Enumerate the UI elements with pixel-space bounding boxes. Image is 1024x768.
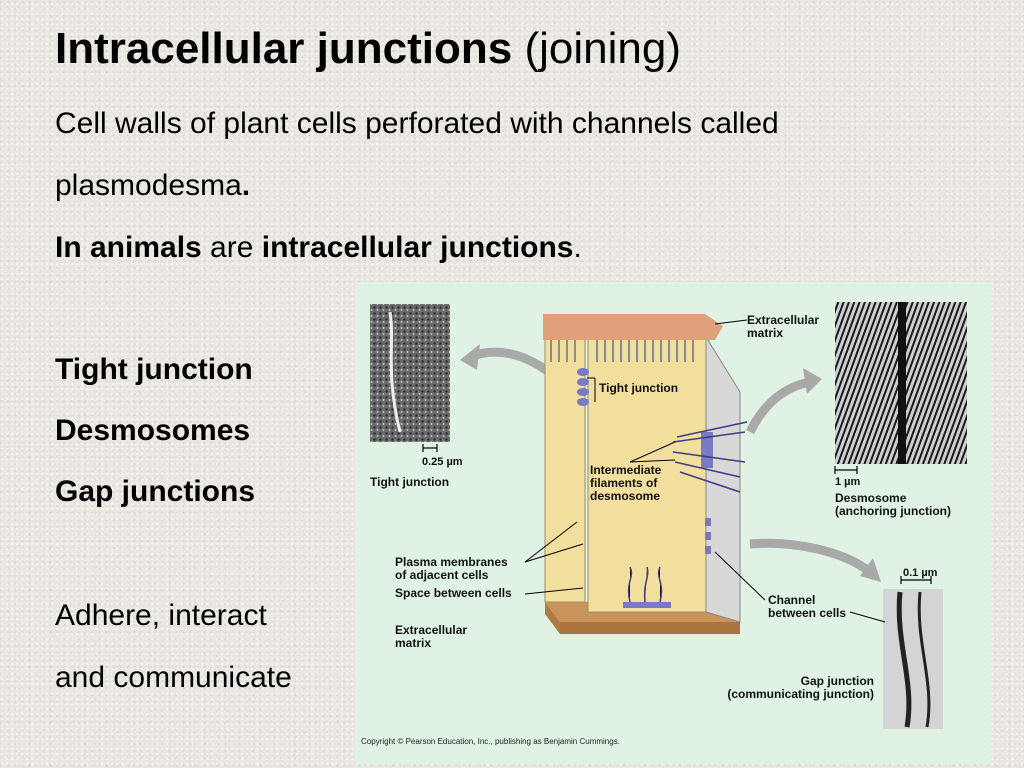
list-item-desmosomes: Desmosomes: [55, 414, 251, 447]
list-item-tight: Tight junction: [55, 353, 253, 386]
figure-illustration: [370, 302, 967, 729]
scale-desmosome: 1 µm: [835, 476, 861, 488]
body-line-1: Cell walls of plant cells perforated wit…: [55, 107, 779, 140]
caption-tight-junction: Tight junction: [370, 475, 450, 489]
closing-line-1: Adhere, interact: [55, 599, 267, 632]
caption-desmosome: Desmosome(anchoring junction): [835, 491, 951, 518]
cell-left: [544, 336, 586, 603]
copyright-notice: Copyright © Pearson Education, Inc., pub…: [361, 737, 620, 746]
body-line-2: plasmodesma.: [55, 168, 250, 204]
caption-gap-junction: Gap junction(communicating junction): [727, 674, 874, 701]
plasmodesma-dot: .: [241, 169, 251, 202]
in-animals-text: In animals: [55, 231, 202, 264]
slide-title: Intracellular junctions (joining): [55, 22, 681, 76]
period-text: .: [573, 231, 582, 264]
intracellular-junctions-text: intracellular junctions: [261, 231, 574, 264]
closing-line-2: and communicate: [55, 661, 292, 694]
tight-junction-micrograph: [370, 304, 450, 442]
list-item-gap: Gap junctions: [55, 475, 256, 508]
gap-junction-micrograph: [883, 589, 943, 729]
are-text: are: [201, 231, 262, 264]
plasmodesma-text: plasmodesma: [55, 169, 242, 202]
scale-gap: 0.1 µm: [903, 567, 938, 579]
title-bold: Intracellular junctions: [55, 24, 513, 73]
label-space-between-cells: Space between cells: [395, 586, 512, 600]
label-tight-junction-inner: Tight junction: [599, 381, 679, 395]
title-normal: (joining): [524, 24, 681, 73]
body-line-3: In animals are intracellular junctions.: [55, 230, 582, 266]
scale-tight: 0.25 µm: [422, 456, 463, 468]
